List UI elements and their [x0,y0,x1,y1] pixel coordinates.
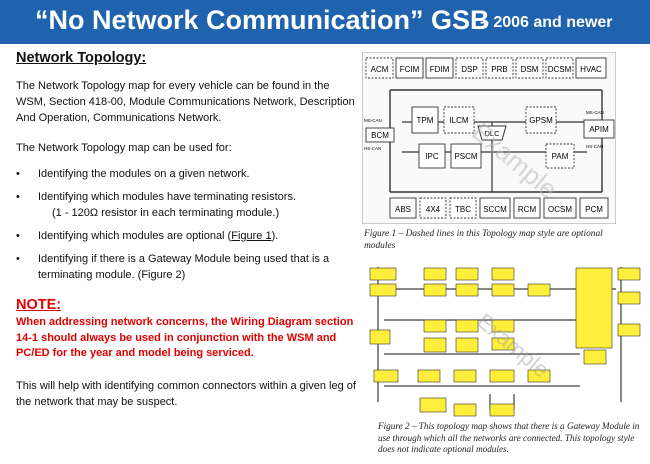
module-rcm-label: RCM [518,205,537,214]
note-body: When addressing network concerns, the Wi… [16,316,354,359]
bcm-hs-can-label: HS-CAN [364,146,381,151]
title-banner: “No Network Communication” GSB – 2006 an… [0,0,650,44]
middle-modules: TPM ILCM GPSM IPC PSCM PAM DLC [411,106,575,169]
closing-paragraph: This will help with identifying common c… [16,379,356,408]
module-dsp-label: DSP [461,65,477,74]
figure-1-topology-map: ACM FCIM FDIM DSP PRB DSM DCSM HVAC TPM … [362,52,616,224]
bullet: • [16,253,20,265]
list-item-text: Identifying if there is a Gateway Module… [38,253,330,281]
list-item-text: Identifying the modules on a given netwo… [38,168,250,180]
bullet: • [16,168,20,180]
list-item-text: Identifying which modules are optional ( [38,230,232,242]
list-item: • Identifying the modules on a given net… [16,166,356,182]
bullet: • [16,230,20,242]
module-sccm-label: SCCM [483,205,507,214]
module-pscm-label: PSCM [454,152,477,161]
bcm-ms-can-label: MS-CAN [364,118,382,123]
figure-2-caption: Figure 2 – This topology map shows that … [378,421,640,454]
module-apim-label: APIM [589,125,609,134]
uses-list: • Identifying the modules on a given net… [16,166,356,283]
module-ipc-label: IPC [425,152,439,161]
list-item-subtext: (1 - 120Ω resistor in each terminating m… [52,207,280,219]
module-gpsm-label: GPSM [529,116,553,125]
module-ocsm-label: OCSM [548,205,572,214]
module-prb-label: PRB [491,65,507,74]
module-fcim-label: FCIM [400,65,420,74]
figure-2-topology-map: Example [366,262,642,418]
module-hvac-label: HVAC [580,65,602,74]
top-module-row: ACM FCIM FDIM DSP PRB DSM DCSM HVAC [365,57,607,79]
note-title: NOTE: [16,297,62,313]
section-heading: Network Topology: [16,50,147,66]
list-item: • Identifying which modules are optional… [16,228,356,244]
list-item-text: ). [271,230,279,242]
module-dsm-label: DSM [521,65,539,74]
side-modules: MS-CAN HS-CAN BCM MS-CAN HS-CAN APIM [364,110,615,151]
module-abs-label: ABS [395,205,411,214]
module-pcm-label: PCM [585,205,603,214]
module-bcm-label: BCM [371,131,389,140]
module-dcsm-label: DCSM [548,65,572,74]
apim-hs-can-label: HS-CAN [586,144,603,149]
module-pam-label: PAM [552,152,569,161]
list-item: • Identifying if there is a Gateway Modu… [16,251,356,283]
apim-ms-can-label: MS-CAN [586,110,604,115]
figure-1-caption: Figure 1 – Dashed lines in this Topology… [364,229,603,251]
page-subtitle: – 2006 and newer [480,14,613,31]
intro-paragraph: The Network Topology map for every vehic… [16,80,355,124]
bullet: • [16,191,20,203]
module-tpm-label: TPM [417,116,434,125]
dlc-label: DLC [484,129,500,138]
list-item: • Identifying which modules have termina… [16,189,356,221]
bottom-module-row: ABS 4X4 TBC SCCM RCM OCSM PCM [389,197,609,219]
figure-1-link[interactable]: Figure 1 [231,230,272,242]
figure-2-module-blocks [369,267,641,417]
module-acm-label: ACM [371,65,389,74]
module-fdim-label: FDIM [430,65,450,74]
page-title: “No Network Communication” GSB [35,5,490,35]
text-column: Network Topology: The Network Topology m… [16,50,356,424]
list-item-text: Identifying which modules have terminati… [38,191,297,203]
uses-paragraph: The Network Topology map can be used for… [16,142,232,154]
module-tbc-label: TBC [455,205,471,214]
module-4x4-label: 4X4 [426,205,441,214]
module-ilcm-label: ILCM [449,116,468,125]
